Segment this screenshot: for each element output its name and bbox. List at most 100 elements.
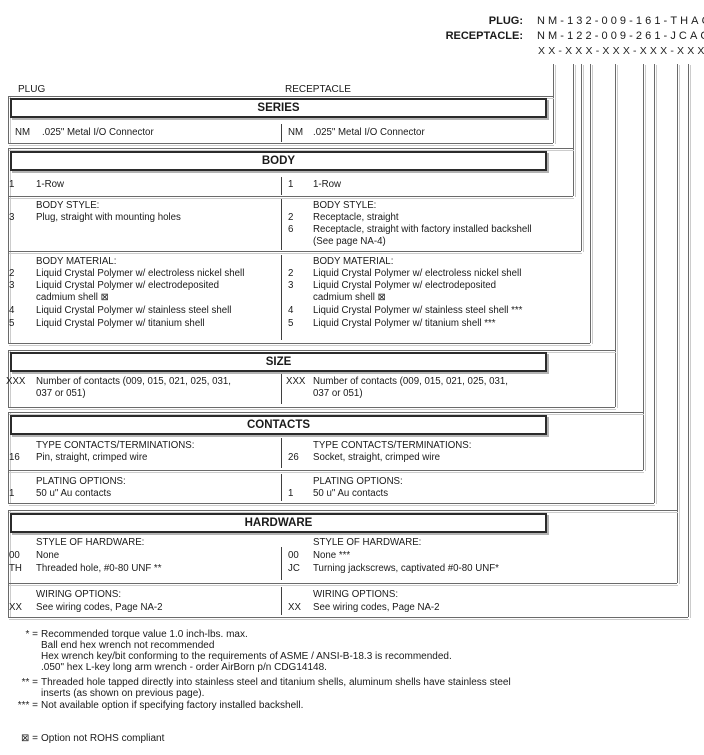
code: 4 xyxy=(288,305,294,316)
leader-line-body-style xyxy=(581,64,582,251)
body-row-receptacle-code: 1 xyxy=(288,179,294,190)
leader-line-body-row xyxy=(573,64,574,196)
code: 1 xyxy=(288,488,294,499)
code: 00 xyxy=(9,550,20,561)
hardware-box-top-line xyxy=(8,510,677,511)
desc: None xyxy=(36,550,60,561)
hardware-style-column-divider xyxy=(281,547,282,580)
body-style-label-plug: BODY STYLE: xyxy=(36,200,100,211)
code: 3 xyxy=(9,280,15,291)
desc: Socket, straight, crimped wire xyxy=(313,452,441,463)
size-box-bottom-line xyxy=(8,407,615,408)
code: TH xyxy=(9,563,22,574)
footnote-torque-line-2: Ball end hex wrench not recommended xyxy=(41,640,215,651)
body-style-receptacle-code-1: 2 xyxy=(288,212,294,223)
plating-receptacle-option: 1 50 u" Au contacts xyxy=(288,488,388,500)
series-column-divider xyxy=(281,124,282,142)
code: 2 xyxy=(288,268,294,279)
column-header-receptacle: RECEPTACLE xyxy=(285,84,351,95)
body-row-plug-desc: 1-Row xyxy=(36,179,64,190)
desc: Liquid Crystal Polymer w/ electroless ni… xyxy=(313,268,522,279)
desc: Liquid Crystal Polymer w/ electrodeposit… xyxy=(313,280,497,291)
body-style-divider-line xyxy=(8,251,581,252)
body-row-receptacle-option: 1 1-Row xyxy=(288,179,341,191)
code: XX xyxy=(288,602,301,613)
desc: Pin, straight, crimped wire xyxy=(36,452,148,463)
code: XX xyxy=(9,602,22,613)
body-style-plug-code: 3 xyxy=(9,212,15,223)
part-number-mask: XX-XXX-XXX-XXX-XXXX xyxy=(538,45,704,57)
series-receptacle-desc: .025" Metal I/O Connector xyxy=(313,127,425,138)
plug-part-number-label: PLUG: xyxy=(488,15,523,27)
code: 16 xyxy=(9,452,20,463)
footnote-torque-line-3: Hex wrench key/bit conforming to the req… xyxy=(41,651,452,662)
series-box-bottom-line xyxy=(8,143,553,144)
plating-label-receptacle: PLATING OPTIONS: xyxy=(313,476,403,487)
series-box-left-line xyxy=(8,96,9,143)
desc: Liquid Crystal Polymer w/ electroless ni… xyxy=(36,268,245,279)
contact-type-plug-option: 16 Pin, straight, crimped wire xyxy=(9,452,147,464)
size-column-divider xyxy=(281,374,282,404)
wiring-label-plug: WIRING OPTIONS: xyxy=(36,589,122,600)
body-row-plug-option: 1 1-Row xyxy=(9,179,64,191)
desc: Liquid Crystal Polymer w/ titanium shell xyxy=(36,318,205,329)
desc: 50 u" Au contacts xyxy=(313,488,389,499)
code: JC xyxy=(288,563,300,574)
section-series-header: SERIES xyxy=(10,98,547,118)
code: 26 xyxy=(288,452,299,463)
code: 1 xyxy=(9,488,15,499)
leader-line-body-material xyxy=(590,64,591,343)
wiring-label-receptacle: WIRING OPTIONS: xyxy=(313,589,399,600)
body-row-receptacle-desc: 1-Row xyxy=(313,179,341,190)
section-body-header: BODY xyxy=(10,151,547,171)
size-plug-code: XXX xyxy=(6,376,26,387)
desc: Turning jackscrews, captivated #0-80 UNF… xyxy=(313,563,499,574)
body-style-column-divider xyxy=(281,199,282,250)
receptacle-part-number-value: NM-122-009-261-JCAC xyxy=(537,30,704,42)
body-style-receptacle-code-2: 6 xyxy=(288,224,294,235)
contact-type-receptacle-option: 26 Socket, straight, crimped wire xyxy=(288,452,440,464)
leader-line-wiring xyxy=(688,64,689,617)
contacts-box-bottom-line xyxy=(8,503,654,504)
code: 2 xyxy=(9,268,15,279)
footnote-torque-line-1: Recommended torque value 1.0 inch-lbs. m… xyxy=(41,629,248,640)
size-receptacle-desc-cont: 037 or 051) xyxy=(313,388,363,399)
body-style-receptacle-note: (See page NA-4) xyxy=(313,236,386,247)
footnote-threaded-line-1: Threaded hole tapped directly into stain… xyxy=(41,677,511,688)
body-material-label-receptacle: BODY MATERIAL: xyxy=(313,256,394,267)
plating-column-divider xyxy=(281,474,282,501)
series-plug-code: NM xyxy=(15,127,31,138)
section-hardware-header: HARDWARE xyxy=(10,513,547,533)
footnote-threaded-line-2: inserts (as shown on previous page). xyxy=(41,688,205,699)
hardware-style-receptacle-option-2: JC Turning jackscrews, captivated #0-80 U… xyxy=(288,563,499,575)
body-material-plug-option-2: 2 Liquid Crystal Polymer w/ electroless n… xyxy=(9,268,244,280)
leader-line-plating xyxy=(654,64,655,503)
receptacle-part-number-label: RECEPTACLE: xyxy=(445,30,523,42)
body-material-column-divider xyxy=(281,255,282,340)
footnote-backshell-marker: *** = xyxy=(17,700,38,711)
body-row-plug-code: 1 xyxy=(9,179,15,190)
series-receptacle-option: NM.025" Metal I/O Connector xyxy=(288,127,425,139)
body-row-column-divider xyxy=(281,177,282,195)
leader-line-size xyxy=(615,64,616,407)
size-plug-desc-cont: 037 or 051) xyxy=(36,388,86,399)
leader-line-hardware-style xyxy=(677,64,678,583)
size-receptacle-code: XXX xyxy=(286,376,306,387)
contacts-box-left-line xyxy=(8,412,9,503)
hardware-box-bottom-line xyxy=(8,617,688,618)
code: 00 xyxy=(288,550,299,561)
section-size-header: SIZE xyxy=(10,352,547,372)
hardware-style-label-receptacle: STYLE OF HARDWARE: xyxy=(313,537,422,548)
code: 5 xyxy=(288,318,294,329)
series-plug-option: NM.025" Metal I/O Connector xyxy=(15,127,154,139)
footnote-threaded-marker: ** = xyxy=(21,677,38,688)
